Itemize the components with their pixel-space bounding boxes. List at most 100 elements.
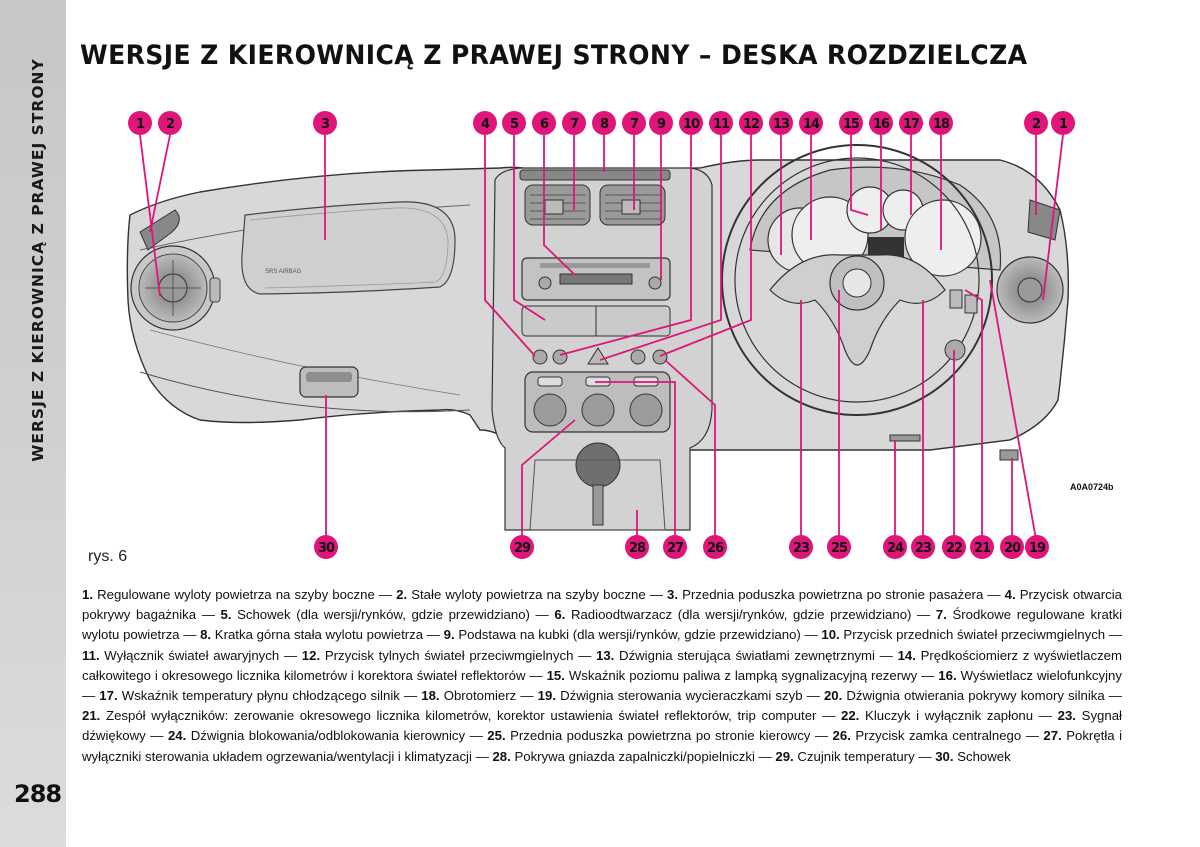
callout-5: 5 xyxy=(502,111,526,135)
svg-text:12: 12 xyxy=(743,117,759,132)
callout-28: 28 xyxy=(625,535,649,559)
legend-text: Dźwignia sterująca światłami zewnętrznym… xyxy=(614,647,898,663)
svg-text:30: 30 xyxy=(318,541,335,556)
svg-text:27: 27 xyxy=(667,541,684,556)
svg-text:7: 7 xyxy=(570,117,579,132)
svg-text:8: 8 xyxy=(600,117,609,132)
legend-text: Sygnał dźwiękowy — xyxy=(82,708,1122,744)
legend-text: Wyświetlacz wielofunkcyjny — xyxy=(82,667,1122,704)
callout-24: 24 xyxy=(883,535,907,559)
legend-number: 26. xyxy=(832,728,851,744)
svg-text:28: 28 xyxy=(629,541,646,556)
svg-text:16: 16 xyxy=(873,117,890,132)
legend-number: 22. xyxy=(841,708,860,724)
legend-text: Pokrętła i wyłączniki sterowania układem… xyxy=(82,728,1123,764)
legend-number: 3. xyxy=(667,587,679,602)
svg-text:18: 18 xyxy=(933,117,950,132)
svg-text:7: 7 xyxy=(630,117,639,132)
svg-text:3: 3 xyxy=(321,117,330,132)
callout-26: 26 xyxy=(703,535,727,559)
callout-15: 15 xyxy=(839,111,863,135)
legend-number: 9. xyxy=(443,627,455,643)
button-row xyxy=(532,347,668,365)
callout-2-right: 2 xyxy=(1024,111,1048,135)
legend-text: Radioodtwarzacz (dla wersji/rynków, gdzi… xyxy=(565,607,936,623)
svg-text:11: 11 xyxy=(713,117,730,132)
glovebox-handle xyxy=(299,366,359,398)
legend-number: 16. xyxy=(938,667,957,683)
legend-text: Podstawa na kubki (dla wersji/rynków, gd… xyxy=(454,627,822,643)
legend-text: Przycisk otwarcia pokrywy bagażnika — xyxy=(82,587,1122,623)
svg-text:1: 1 xyxy=(1059,117,1068,132)
legend-number: 29. xyxy=(775,748,794,764)
svg-text:6: 6 xyxy=(540,117,549,132)
legend-number: 2. xyxy=(396,587,408,602)
legend-text: Przycisk tylnych świateł przeciwmgielnyc… xyxy=(320,647,596,663)
callout-6: 6 xyxy=(532,111,556,135)
legend-number: 13. xyxy=(596,647,615,663)
legend-text: Stałe wyloty powietrza na szyby boczne — xyxy=(407,587,668,602)
legend-number: 23. xyxy=(1057,708,1076,724)
legend-number: 19. xyxy=(537,688,556,704)
callout-16: 16 xyxy=(869,111,893,135)
callout-19: 19 xyxy=(1025,535,1049,559)
legend-text: Wyłącznik świateł awaryjnych — xyxy=(99,647,302,663)
round-vent-right xyxy=(996,256,1064,324)
svg-text:22: 22 xyxy=(946,541,962,556)
passenger-airbag-panel xyxy=(241,201,456,295)
legend-text: Dźwignia otwierania pokrywy komory silni… xyxy=(842,688,1122,704)
page-title: WERSJE Z KIEROWNICĄ Z PRAWEJ STRONY – DE… xyxy=(80,40,1028,71)
legend-text: Przednia poduszka powietrzna po stronie … xyxy=(678,587,1005,602)
legend-number: 27. xyxy=(1043,728,1062,744)
legend-number: 17. xyxy=(99,688,118,704)
legend-number: 21. xyxy=(82,708,101,724)
callout-23a: 23 xyxy=(789,535,813,559)
svg-text:26: 26 xyxy=(707,541,724,556)
legend-text: Schowek (dla wersji/rynków, gdzie przewi… xyxy=(231,607,555,623)
svg-text:14: 14 xyxy=(803,117,820,132)
callout-20: 20 xyxy=(1000,535,1024,559)
svg-text:1: 1 xyxy=(136,117,145,132)
callout-9: 9 xyxy=(649,111,673,135)
legend-text: Schowek xyxy=(953,748,1011,764)
legend-number: 8. xyxy=(200,627,212,643)
callouts-top: 1 2 3 4 5 6 7 8 7 9 10 11 12 13 14 15 16… xyxy=(128,111,1075,135)
legend-text: Regulowane wyloty powietrza na szyby boc… xyxy=(93,587,397,602)
climate-panel xyxy=(524,371,671,433)
legend-text: Przycisk zamka centralnego — xyxy=(850,728,1044,744)
legend-text: Wskaźnik temperatury płynu chłodzącego s… xyxy=(117,688,422,704)
callout-11: 11 xyxy=(709,111,733,135)
svg-text:10: 10 xyxy=(683,117,700,132)
callout-13: 13 xyxy=(769,111,793,135)
dashboard-diagram: SRS AIRBAG xyxy=(126,111,1114,559)
legend-number: 28. xyxy=(492,748,511,764)
round-vent-left xyxy=(130,245,216,331)
figure-code: A0A0724b xyxy=(1070,482,1114,492)
legend-text: Dźwignia blokowania/odblokowania kierown… xyxy=(186,728,488,744)
section-sidebar: WERSJE Z KIEROWNICĄ Z PRAWEJ STRONY 288 xyxy=(0,0,66,847)
callout-1: 1 xyxy=(128,111,152,135)
legend-text: Pokrywa gniazda zapalniczki/popielniczki… xyxy=(510,748,776,764)
side-window-vent-left xyxy=(139,209,180,251)
legend-number: 12. xyxy=(301,647,321,663)
figure-legend: 1. Regulowane wyloty powietrza na szyby … xyxy=(82,585,1122,767)
storage-compartment xyxy=(521,305,671,337)
svg-text:5: 5 xyxy=(510,117,519,132)
legend-number: 15. xyxy=(546,667,565,683)
legend-number: 25. xyxy=(487,728,506,744)
legend-text: Środkowe regulowane kratki wylotu powiet… xyxy=(82,607,1122,643)
legend-text: Wskaźnik poziomu paliwa z lampką sygnali… xyxy=(564,667,939,683)
svg-text:20: 20 xyxy=(1004,541,1021,556)
legend-text: Kluczyk i wyłącznik zapłonu — xyxy=(859,708,1058,724)
legend-text: Przednia poduszka powietrzna po stronie … xyxy=(505,728,833,744)
legend-number: 7. xyxy=(935,607,947,623)
center-vents xyxy=(519,169,671,226)
callout-4: 4 xyxy=(473,111,497,135)
callout-14: 14 xyxy=(799,111,823,135)
legend-number: 5. xyxy=(220,607,232,623)
airbag-label: SRS AIRBAG xyxy=(265,269,302,275)
svg-text:4: 4 xyxy=(481,117,490,132)
legend-number: 10. xyxy=(821,627,840,643)
legend-number: 20. xyxy=(823,688,843,704)
callout-2: 2 xyxy=(158,111,182,135)
